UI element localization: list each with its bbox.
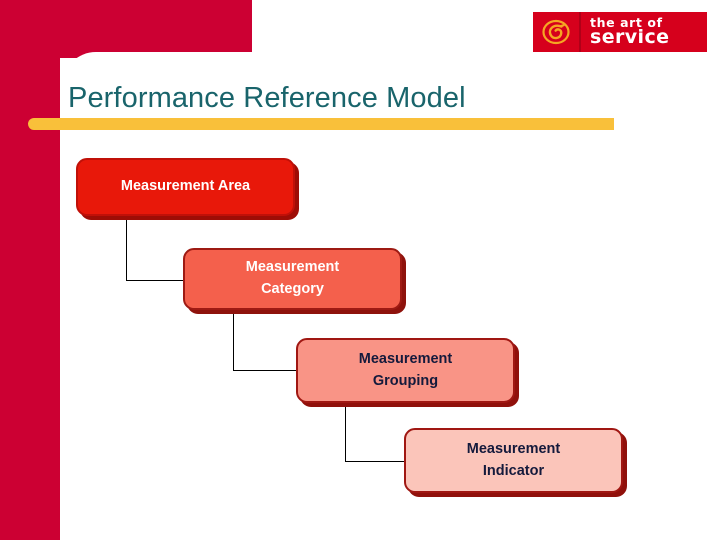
edge-category-to-grouping-vertical: [233, 312, 234, 370]
edge-grouping-to-indicator-vertical: [345, 405, 346, 461]
node-measurement-indicator[interactable]: Measurement Indicator: [404, 428, 623, 493]
title-underline-bar-extension: [120, 118, 614, 130]
node-measurement-category[interactable]: Measurement Category: [183, 248, 402, 310]
node-measurement-indicator-label-line2: Indicator: [482, 462, 545, 479]
node-measurement-category-label-line1: Measurement: [245, 259, 340, 276]
edge-area-to-category-vertical: [126, 218, 127, 280]
edge-grouping-to-indicator-horizontal: [345, 461, 406, 462]
left-crimson-bar: [0, 0, 60, 540]
swirl-logo-icon: [533, 12, 579, 52]
brand-logo: the art of service: [533, 12, 707, 52]
logo-line-1: the art of: [590, 14, 663, 30]
logo-wordmark: the art of service: [581, 14, 707, 49]
logo-line-2: service: [590, 26, 670, 49]
node-measurement-category-label-line2: Category: [261, 281, 324, 297]
node-measurement-area[interactable]: Measurement Area: [76, 158, 295, 216]
page-title: Performance Reference Model: [68, 82, 466, 114]
node-measurement-area-label: Measurement Area: [120, 178, 251, 195]
node-measurement-grouping[interactable]: Measurement Grouping: [296, 338, 515, 403]
edge-category-to-grouping-horizontal: [233, 370, 298, 371]
node-measurement-grouping-label-line1: Measurement: [358, 350, 453, 367]
node-measurement-indicator-label-line1: Measurement: [466, 440, 561, 457]
top-crimson-block: [0, 0, 252, 58]
edge-area-to-category-horizontal: [126, 280, 185, 281]
node-measurement-grouping-label-line2: Grouping: [372, 372, 439, 389]
logo-divider: [579, 12, 581, 52]
